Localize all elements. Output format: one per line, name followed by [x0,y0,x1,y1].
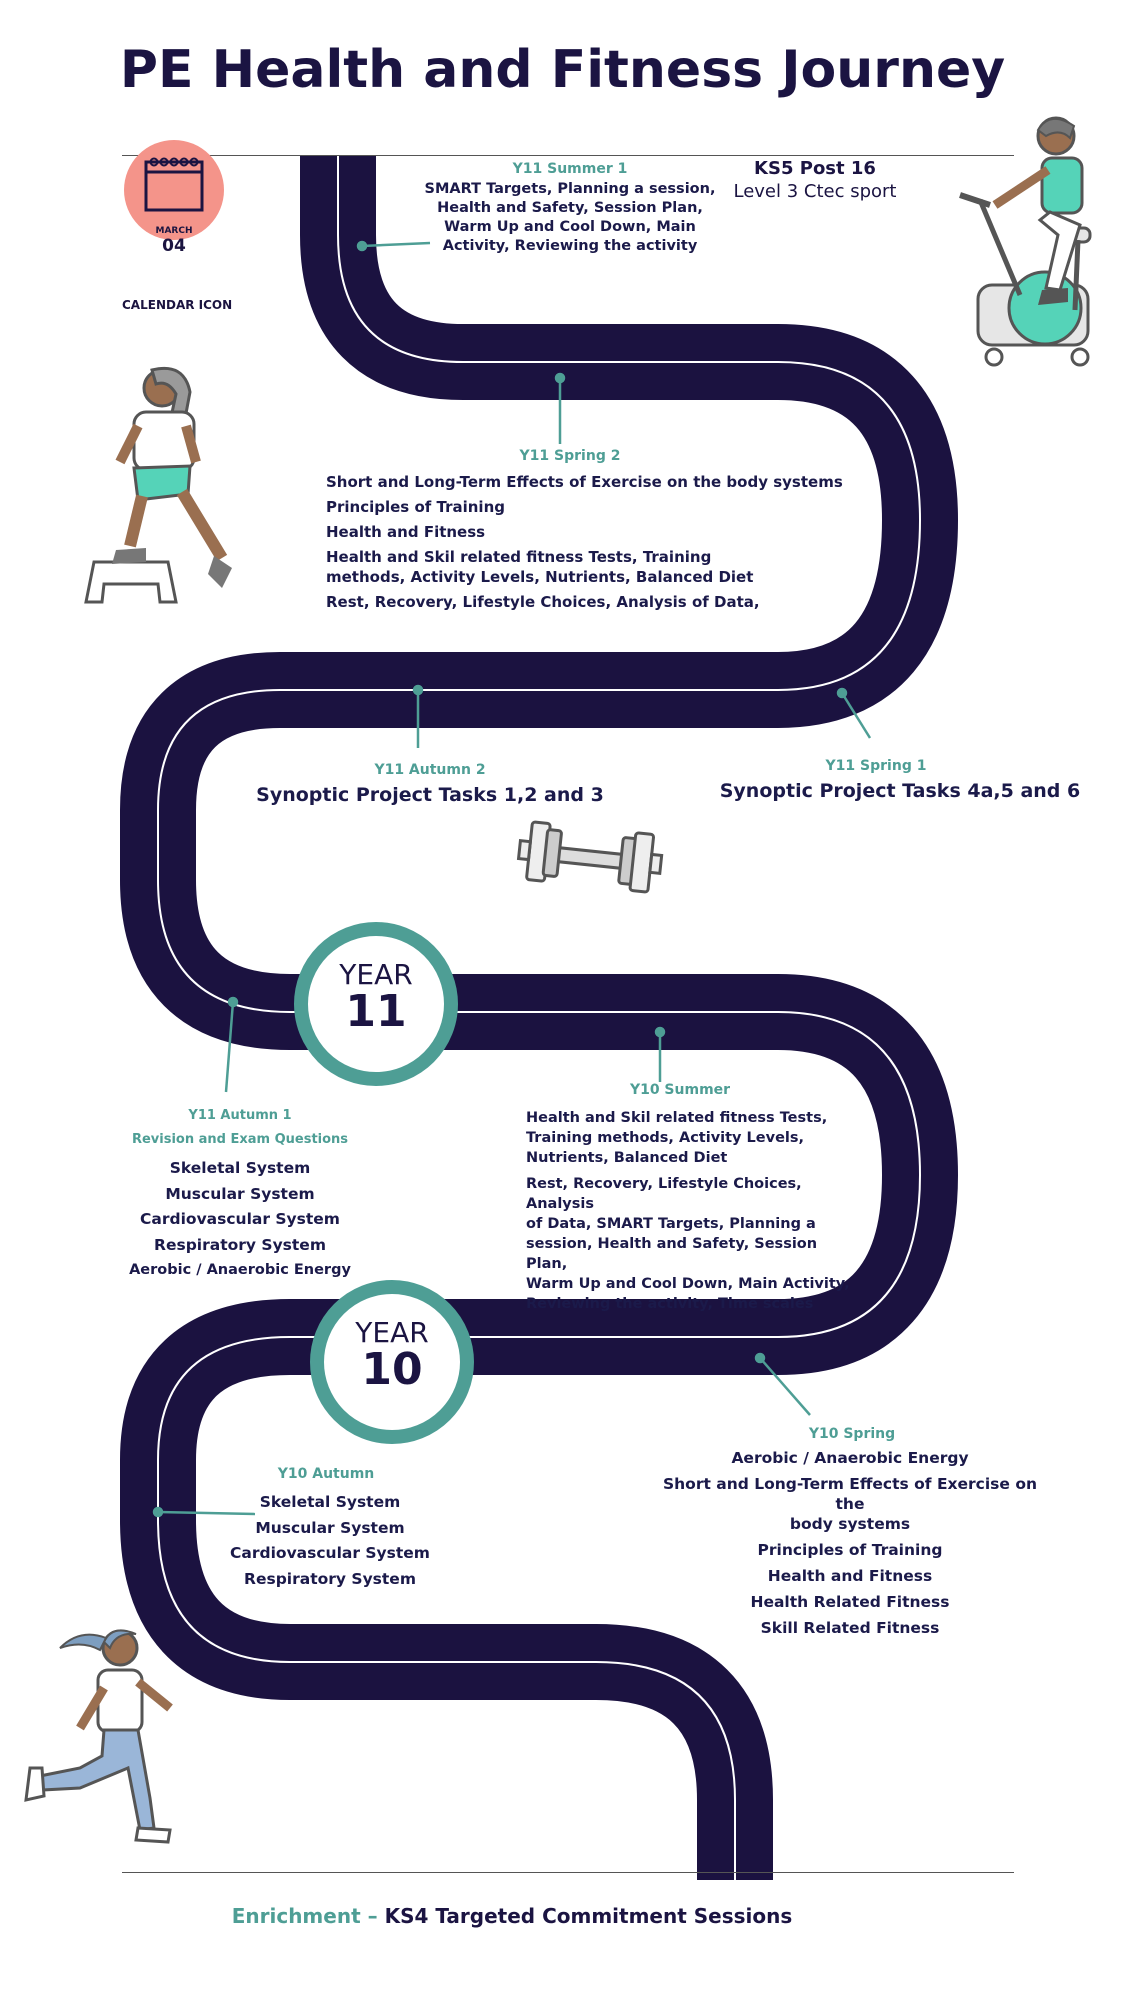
year-10-badge: YEAR 10 [310,1280,474,1444]
enrichment-label: Enrichment – [231,1904,378,1928]
y10-autumn-tag: Y10 Autumn [277,1466,375,1482]
year-label: YEAR [355,1316,429,1349]
list-item: body systems [789,1515,911,1533]
calendar-caption: CALENDAR ICON [122,298,233,312]
list-item: Health Related Fitness [750,1593,950,1611]
list-item: Cardiovascular System [230,1544,430,1562]
list-item: session, Health and Safety, Session Plan… [526,1236,818,1272]
calendar-icon [144,157,204,212]
y11-summer1-tag: Y11 Summer 1 [512,161,628,177]
list-item: Principles of Training [326,498,505,516]
list-item: Respiratory System [154,1235,326,1254]
year-11-badge: YEAR 11 [294,922,458,1086]
list-item: Health and Safety, Session Plan, [437,200,703,216]
step-up-person-icon [84,366,232,604]
list-item: Activity, Reviewing the activity [442,238,698,254]
list-item: Health and Fitness [767,1567,933,1585]
y11-autumn2-text: Synoptic Project Tasks 1,2 and 3 [256,784,604,806]
list-item: Aerobic / Anaerobic Energy [731,1449,969,1467]
list-item: Skeletal System [169,1159,311,1177]
y11-summer1-content: SMART Targets, Planning a session, Healt… [410,180,730,256]
list-item: Respiratory System [244,1569,416,1588]
list-item: Reviewing the activity, Time scales [526,1296,814,1312]
list-item: Health and Skil related fitness Tests, [526,1110,828,1126]
y11-autumn1-subtag: Revision and Exam Questions [131,1132,349,1147]
ks5-title: KS5 Post 16 [754,158,876,179]
y11-spring2-tag: Y11 Spring 2 [519,448,621,464]
list-item: Skill Related Fitness [760,1619,940,1637]
year-label: YEAR [339,958,413,991]
list-item: Health and Skil related fitness Tests, T… [326,548,712,566]
y10-summer-content: Health and Skil related fitness Tests, T… [526,1108,856,1314]
list-item: Nutrients, Balanced Diet [526,1150,728,1166]
runner-icon [24,1629,173,1844]
year-number: 10 [361,1344,423,1395]
enrichment-text: KS4 Targeted Commitment Sessions [384,1904,793,1928]
y11-autumn1-tag: Y11 Autumn 1 [188,1108,292,1123]
list-item: Rest, Recovery, Lifestyle Choices, Analy… [326,593,760,611]
list-item: Muscular System [165,1184,315,1203]
top-divider [122,155,1014,156]
list-item: methods, Activity Levels, Nutrients, Bal… [326,568,754,586]
list-item: Short and Long-Term Effects of Exercise … [662,1475,1038,1513]
list-item: Training methods, Activity Levels, [526,1130,805,1146]
list-item: SMART Targets, Planning a session, [424,181,716,197]
list-item: of Data, SMART Targets, Planning a [526,1216,816,1232]
y10-summer-tag: Y10 Summer [629,1082,731,1098]
list-item: Rest, Recovery, Lifestyle Choices, Analy… [526,1176,802,1212]
y10-spring-tag: Y10 Spring [808,1426,896,1442]
enrichment-footer: Enrichment – KS4 Targeted Commitment Ses… [0,1904,1024,1928]
list-item: Warm Up and Cool Down, Main Activity, [526,1276,850,1292]
list-item: Principles of Training [757,1541,943,1559]
y11-spring1-tag: Y11 Spring 1 [825,758,927,774]
year-number: 11 [345,986,407,1037]
list-item: Health and Fitness [326,523,486,541]
list-item: Skeletal System [259,1493,401,1511]
calendar-month: MARCH [155,226,193,236]
list-item: Warm Up and Cool Down, Main [444,219,696,235]
y11-spring1-text: Synoptic Project Tasks 4a,5 and 6 [719,780,1081,802]
calendar-day: 04 [162,236,186,256]
calendar-badge: MARCH [124,140,224,240]
y10-autumn-content: Skeletal System Muscular System Cardiova… [210,1490,450,1592]
ks5-subtitle: Level 3 Ctec sport [733,181,897,202]
list-item: Short and Long-Term Effects of Exercise … [326,473,843,491]
list-item: Muscular System [255,1518,405,1537]
dumbbell-icon [516,820,664,894]
y10-spring-content: Aerobic / Anaerobic Energy Short and Lon… [660,1448,1040,1638]
bottom-divider [122,1872,1014,1873]
exercise-bike-icon [959,116,1092,367]
list-item: Aerobic / Anaerobic Energy [129,1262,351,1278]
y11-autumn2-tag: Y11 Autumn 2 [374,762,486,778]
list-item: Cardiovascular System [140,1210,340,1228]
y11-autumn1-content: Skeletal System Muscular System Cardiova… [120,1156,360,1284]
y11-spring2-content: Short and Long-Term Effects of Exercise … [326,472,886,612]
page-title: PE Health and Fitness Journey [119,40,1006,100]
